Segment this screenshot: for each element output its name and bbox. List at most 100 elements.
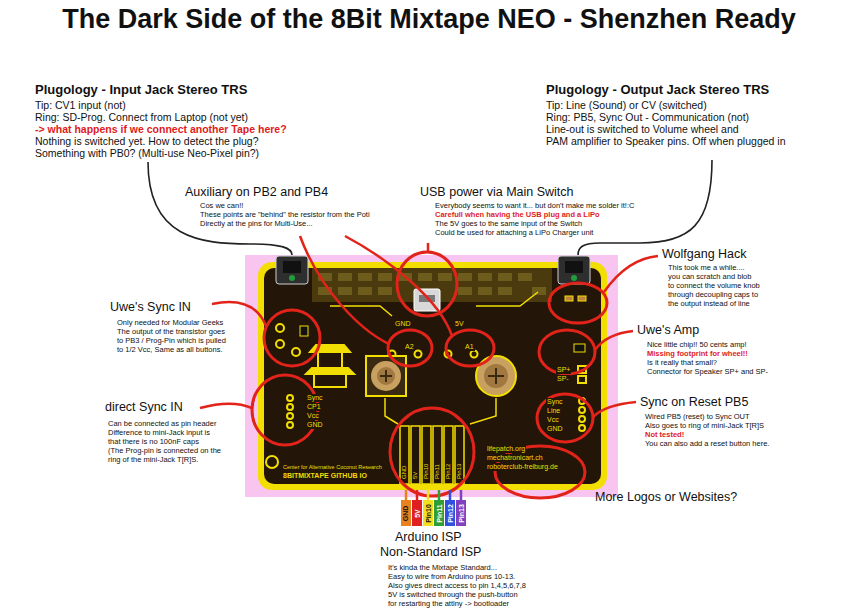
note-text: Connector for Speaker SP+ and SP- bbox=[647, 367, 768, 376]
warning-text: -> what happens if we connect another Ta… bbox=[35, 123, 287, 136]
copper-trace bbox=[330, 292, 538, 424]
solder-pad bbox=[579, 416, 585, 422]
silkscreen-label: SP- bbox=[556, 375, 570, 383]
note-text: Easy to wire from Arduino puns 10-13. bbox=[388, 572, 515, 581]
silk-anchor: Sync bbox=[546, 398, 564, 406]
note-heading: Wolfgang Hack bbox=[662, 247, 747, 262]
isp-pin: 5V bbox=[412, 500, 422, 526]
isp-pin: Pin11 bbox=[434, 500, 444, 526]
tape-window bbox=[312, 268, 552, 302]
label-anchor: that there is no 100nF caps bbox=[108, 437, 199, 446]
wire bbox=[405, 490, 408, 500]
chip bbox=[578, 296, 586, 301]
note-text: Everybody seems to want it... but don't … bbox=[435, 201, 634, 210]
silkscreen-label: Pin12 bbox=[445, 463, 452, 480]
label-anchor: Line-out is switched to Volume wheel and bbox=[546, 123, 739, 136]
label-anchor: Ring: PB5, Sync Out - Communication (not… bbox=[546, 111, 749, 124]
label-anchor: Connector for Speaker SP+ and SP- bbox=[647, 367, 768, 376]
note-text: Difference to mini-Jack input is bbox=[108, 428, 210, 437]
solder-pad bbox=[471, 351, 478, 358]
annotation-circle bbox=[539, 330, 595, 374]
potentiometer bbox=[366, 356, 406, 396]
jack-socket bbox=[283, 261, 301, 273]
silk-anchor: Pin12 bbox=[445, 463, 452, 480]
tape-window bbox=[338, 287, 352, 295]
label-anchor: Plugology - Output Jack Stereo TRS bbox=[546, 82, 769, 98]
jack-socket bbox=[571, 275, 577, 281]
label-anchor: The 5V goes to the same input of the Swi… bbox=[435, 219, 582, 228]
jack-socket bbox=[558, 256, 590, 284]
label-anchor: -> what happens if we connect another Ta… bbox=[35, 123, 287, 136]
isp-pin: Pin13 bbox=[456, 500, 466, 526]
label-anchor: Cos we can!! bbox=[200, 201, 243, 210]
note-text: to connect the volume knob bbox=[668, 281, 760, 290]
note-text: The output of the transistor goes bbox=[117, 327, 225, 336]
copper-trace bbox=[470, 398, 496, 424]
note-heading: USB power via Main Switch bbox=[420, 185, 574, 200]
silk-anchor: SP- bbox=[556, 375, 570, 383]
solder-pad bbox=[276, 324, 284, 332]
label-anchor: Is it really that small? bbox=[647, 358, 717, 367]
note-text: Only needed for Modular Geeks bbox=[117, 318, 223, 327]
annotation-leader bbox=[300, 236, 389, 344]
silkscreen-label: 5V bbox=[412, 471, 419, 480]
isp-header-pad bbox=[455, 426, 464, 484]
silkscreen-label: Sync bbox=[306, 394, 324, 402]
annotation-circle bbox=[446, 330, 494, 366]
label-anchor: to PB3 / Prog-Pin which is pulled bbox=[117, 336, 226, 345]
pin-label: Pin12 bbox=[447, 504, 454, 523]
annotation-leader bbox=[200, 236, 658, 417]
wire bbox=[460, 490, 463, 500]
note-heading: Plugology - Output Jack Stereo TRS bbox=[546, 82, 769, 98]
tape-window bbox=[498, 273, 512, 281]
note-text: Also gives direct access to pin 1,4,5,6,… bbox=[388, 581, 526, 590]
silk-anchor: CP1 bbox=[306, 403, 322, 411]
label-anchor: for restarting the attiny -> bootloader bbox=[388, 599, 509, 608]
annotation-circle bbox=[549, 283, 607, 323]
isp-header-pad bbox=[422, 426, 431, 484]
label-anchor: Only needed for Modular Geeks bbox=[117, 318, 223, 327]
pcb-backdrop bbox=[245, 255, 618, 497]
label-anchor: Missing footprint for wheel!! bbox=[647, 349, 748, 358]
pin-label: 5V bbox=[414, 509, 421, 518]
isp-pin: Pin10 bbox=[423, 500, 433, 526]
label-anchor: Uwe's Sync IN bbox=[110, 300, 191, 315]
label-anchor: ring of the mini-Jack T[R]S. bbox=[108, 455, 198, 464]
annotation-leader bbox=[427, 243, 430, 251]
chip bbox=[300, 326, 308, 336]
label-anchor: Also goes to ring of mini-Jack T[R]S bbox=[645, 421, 764, 430]
tape-window bbox=[438, 273, 452, 281]
note-heading: direct Sync IN bbox=[105, 400, 183, 415]
silk-anchor: GND bbox=[401, 465, 408, 480]
label-anchor: Difference to mini-Jack input is bbox=[108, 428, 210, 437]
pagoda-icon bbox=[314, 374, 346, 387]
label-anchor: Nice little chip!! 50 cents amp! bbox=[647, 340, 747, 349]
pcb-outline bbox=[258, 262, 607, 490]
silk-anchor: GND bbox=[394, 320, 412, 328]
tape-window bbox=[458, 273, 472, 281]
note-heading: Uwe's Amp bbox=[637, 323, 699, 338]
title-anchor: The Dark Side of the 8Bit Mixtape NEO - … bbox=[0, 3, 858, 35]
silk-anchor: lifepatch.org bbox=[486, 445, 526, 453]
label-anchor: Auxiliary on PB2 and PB4 bbox=[185, 185, 328, 200]
silkscreen-label: mechatronicart.ch bbox=[486, 454, 544, 462]
annotation-leader bbox=[200, 404, 252, 409]
tape-window bbox=[498, 287, 512, 295]
silkscreen-label: SP+ bbox=[556, 366, 571, 374]
silk-anchor: 8BITMIXTAPE GITHUB IO bbox=[282, 472, 368, 480]
label-anchor: USB power via Main Switch bbox=[420, 185, 574, 200]
silkscreen-label: Pin13 bbox=[456, 463, 463, 480]
note-text: for restarting the attiny -> bootloader bbox=[388, 599, 509, 608]
copper-trace bbox=[385, 398, 398, 424]
label-anchor: Could be used for attaching a LiPo Charg… bbox=[435, 228, 593, 237]
label-anchor: Uwe's Amp bbox=[637, 323, 699, 338]
chip bbox=[300, 296, 586, 352]
annotation-circle bbox=[397, 252, 457, 316]
label-anchor: Nothing is switched yet. How to detect t… bbox=[35, 135, 259, 148]
note-text: Tip: Line (Sound) or CV (switched) bbox=[546, 99, 707, 112]
note-heading: Arduino ISP bbox=[395, 530, 462, 545]
label-anchor: the output instead of line bbox=[668, 299, 750, 308]
note-text: Something with PB0? (Multi-use Neo-Pixel… bbox=[35, 147, 259, 160]
